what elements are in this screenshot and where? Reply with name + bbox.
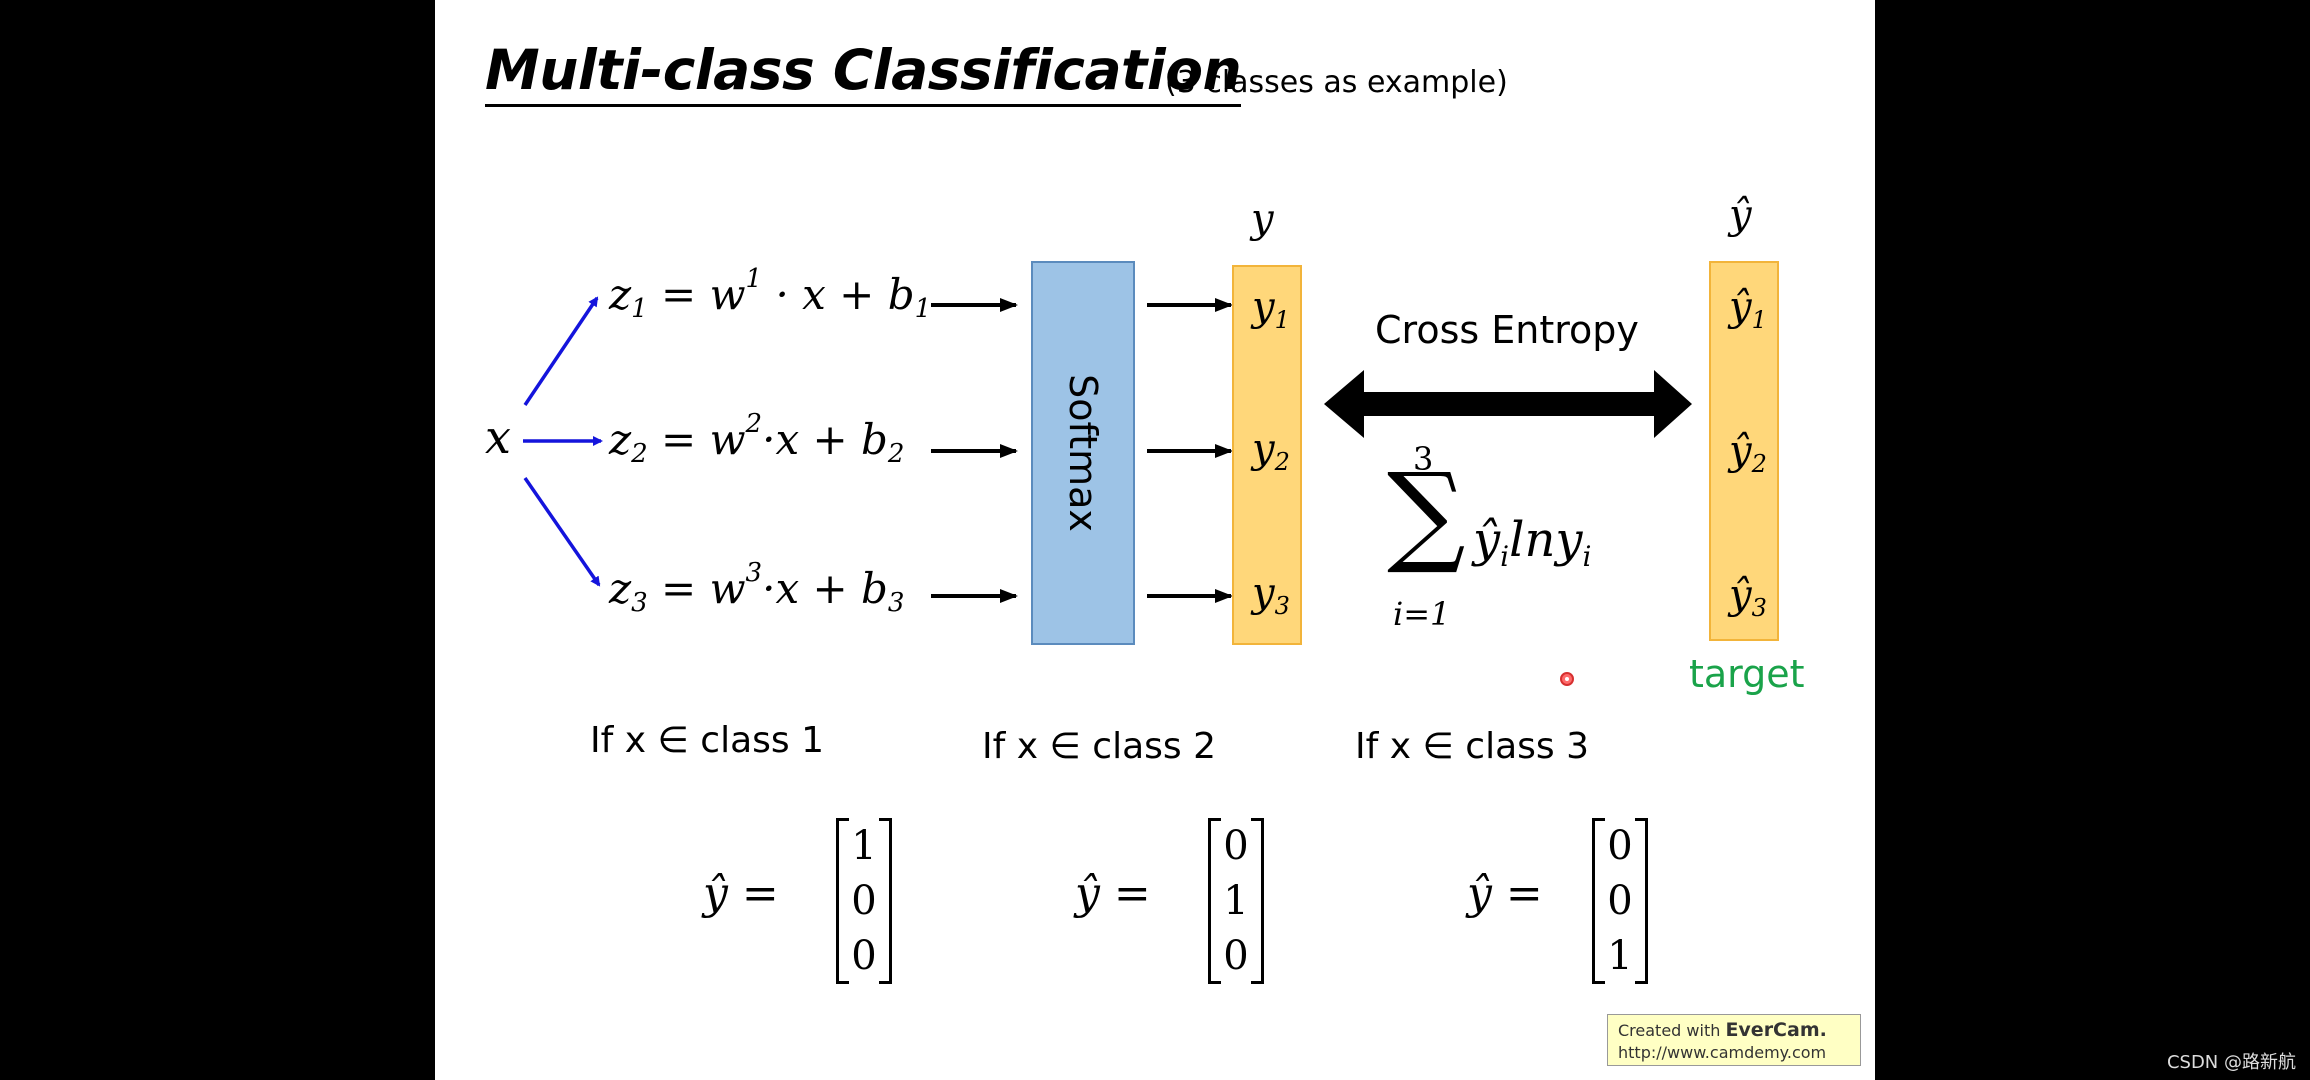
csdn-credit: CSDN @路新航 <box>2166 1052 2296 1073</box>
case-1-vector: 1 0 0 <box>836 818 892 984</box>
equation-z3: z3 = w3·x + b3 <box>609 558 905 618</box>
case-1-vector-v2: 0 <box>851 878 877 924</box>
sum-lower-bound: i=1 <box>1393 595 1451 633</box>
softmax-label: Softmax <box>1061 374 1105 532</box>
cross-entropy-label: Cross Entropy <box>1375 308 1639 352</box>
input-x: x <box>485 410 511 464</box>
case-1-vector-v1: 1 <box>851 823 877 869</box>
target-yhat2: ŷ2 <box>1729 428 1767 478</box>
output-y1: y1 <box>1252 284 1290 334</box>
slide: Multi-class Classification (3 classes as… <box>435 0 1875 1080</box>
case-3-condition: If x ∈ class 3 <box>1355 726 1589 767</box>
case-2-lhs: ŷ = <box>1075 868 1151 919</box>
case-3-vector-v1: 0 <box>1607 823 1633 869</box>
softmax-box: Softmax <box>1031 261 1135 645</box>
output-y-box <box>1232 265 1302 645</box>
case-1-lhs: ŷ = <box>703 868 779 919</box>
case-2-vector-v1: 0 <box>1223 823 1249 869</box>
case-2-condition: If x ∈ class 2 <box>982 726 1216 767</box>
sum-body: ŷilnyi <box>1473 512 1592 573</box>
target-label: target <box>1689 652 1805 696</box>
case-3-vector: 0 0 1 <box>1592 818 1648 984</box>
case-1-vector-v3: 0 <box>851 933 877 979</box>
case-1-condition: If x ∈ class 1 <box>590 720 824 761</box>
output-y3: y3 <box>1252 570 1290 620</box>
case-3-lhs: ŷ = <box>1467 868 1543 919</box>
case-2-vector-v2: 1 <box>1223 878 1249 924</box>
diagram-arrows <box>523 296 1692 603</box>
target-yhat-box <box>1709 261 1779 641</box>
evercam-watermark: Created with EverCam. http://www.camdemy… <box>1607 1014 1861 1066</box>
output-header: y <box>1251 196 1274 242</box>
pointer-cursor-icon <box>1560 672 1574 686</box>
case-2-vector: 0 1 0 <box>1208 818 1264 984</box>
cross-entropy-double-arrow <box>1324 370 1692 438</box>
target-yhat3: ŷ3 <box>1729 572 1767 622</box>
sum-sigma: ∑ <box>1387 449 1466 577</box>
equation-z1: z1 = w1 · x + b1 <box>609 264 932 324</box>
target-header: ŷ <box>1729 192 1752 238</box>
slide-subtitle: (3 classes as example) <box>1165 65 1508 100</box>
case-2-vector-v3: 0 <box>1223 933 1249 979</box>
target-yhat1: ŷ1 <box>1729 284 1767 334</box>
arrow-x-z3 <box>523 477 601 587</box>
arrow-x-z1 <box>523 296 599 406</box>
output-y2: y2 <box>1252 426 1290 476</box>
slide-title: Multi-class Classification <box>485 39 1242 107</box>
case-3-vector-v3: 1 <box>1607 933 1633 979</box>
equation-z2: z2 = w2·x + b2 <box>609 409 905 469</box>
sum-upper-bound: 3 <box>1413 440 1434 478</box>
case-3-vector-v2: 0 <box>1607 878 1633 924</box>
